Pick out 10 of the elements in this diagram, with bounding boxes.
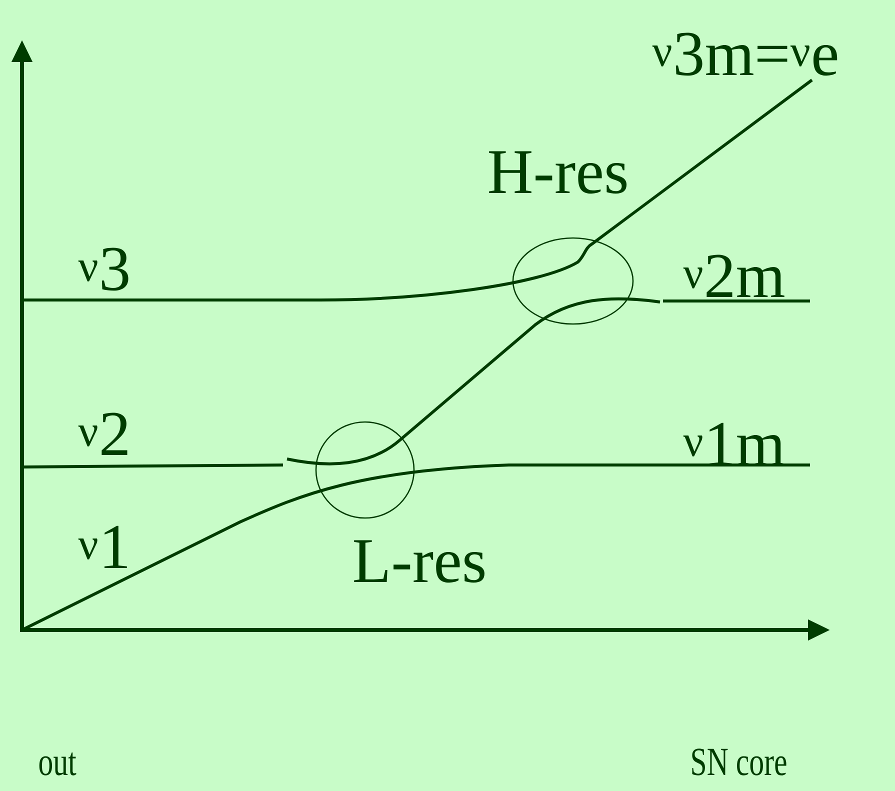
resonance-label: L-res — [354, 540, 484, 583]
level-label: $^{ν}$2 — [78, 412, 128, 455]
level-label: SN core — [692, 748, 786, 776]
level-label: $^{ν}$3 — [78, 248, 128, 291]
resonance-label: H-res — [489, 151, 627, 194]
level-label: $^{ν}$3m=$^{ν}$e — [652, 32, 838, 76]
level-label: out — [39, 752, 76, 776]
resonance-circle — [315, 421, 415, 519]
resonance-circle — [512, 237, 634, 325]
level-label: $^{ν}$1 — [78, 526, 127, 568]
